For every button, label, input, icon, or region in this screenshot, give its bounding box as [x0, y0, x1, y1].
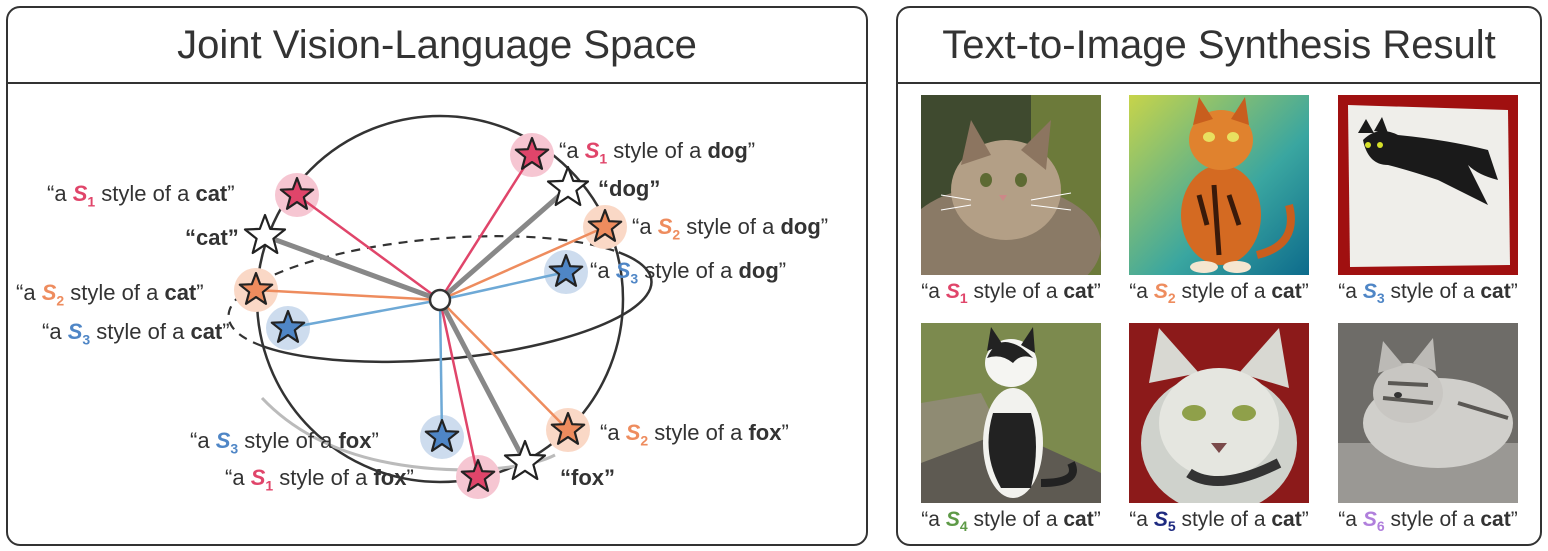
star-s3-fox [424, 418, 460, 452]
star-dog [546, 165, 590, 207]
caption-s3: “a S3 style of a cat” [1338, 280, 1518, 307]
equator-front [260, 251, 653, 364]
star-s2-dog [587, 208, 623, 242]
cat-image-s2 [1129, 95, 1309, 275]
star-s1-cat [279, 176, 315, 210]
label-s1-cat: “a S1 style of a cat” [47, 181, 235, 210]
joint-space-diagram [227, 114, 653, 499]
star-s2-cat [238, 271, 274, 305]
cat-image-s6 [1338, 323, 1518, 503]
label-fox: “fox” [560, 465, 615, 490]
label-s1-fox: “a S1 style of a fox” [225, 465, 414, 494]
cat-image-s3 [1338, 95, 1518, 275]
joint-space-title: Joint Vision-Language Space [8, 8, 866, 84]
caption-s1: “a S1 style of a cat” [921, 280, 1101, 307]
label-s2-fox: “a S2 style of a fox” [600, 420, 789, 449]
label-s3-cat: “a S3 style of a cat” [42, 319, 230, 348]
label-s2-cat: “a S2 style of a cat” [16, 280, 204, 309]
label-dog: “dog” [598, 176, 661, 201]
caption-s6: “a S6 style of a cat” [1338, 508, 1518, 535]
star-cat [243, 213, 287, 255]
label-s3-fox: “a S3 style of a fox” [190, 428, 379, 457]
caption-s2: “a S2 style of a cat” [1129, 280, 1309, 307]
cat-image-s1 [921, 95, 1101, 275]
star-s3-dog [548, 253, 584, 287]
star-s2-fox [550, 411, 586, 445]
caption-s5: “a S5 style of a cat” [1129, 508, 1309, 535]
star-s1-dog [514, 136, 550, 170]
synthesis-title: Text-to-Image Synthesis Result [898, 8, 1540, 84]
label-cat: “cat” [185, 225, 239, 250]
label-s1-dog: “a S1 style of a dog” [559, 138, 756, 167]
star-s3-cat [270, 309, 306, 343]
cat-image-s4 [921, 323, 1101, 503]
cat-image-s5 [1129, 323, 1309, 503]
caption-s4: “a S4 style of a cat” [921, 508, 1101, 535]
origin-node [428, 288, 452, 312]
star-fox [503, 439, 547, 481]
star-s1-fox [460, 458, 496, 492]
label-s2-dog: “a S2 style of a dog” [632, 214, 829, 243]
label-s3-dog: “a S3 style of a dog” [590, 258, 787, 287]
